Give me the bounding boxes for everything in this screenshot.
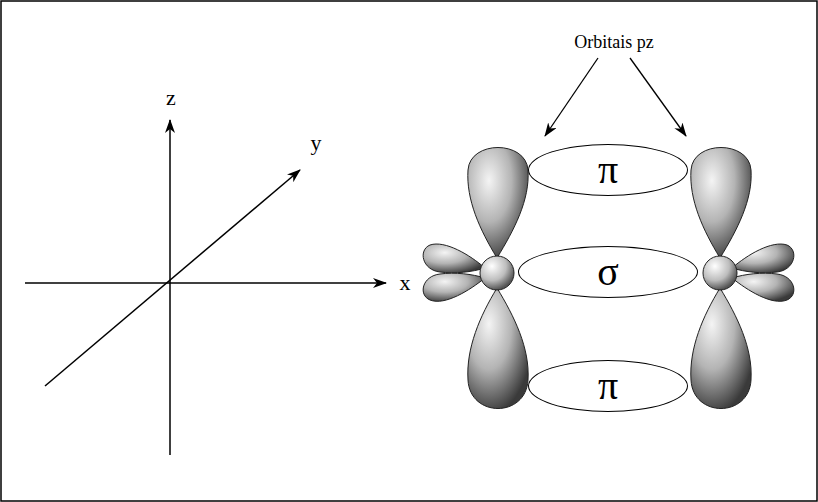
sp2-lobe [423,273,485,301]
pi-bond-ellipse: π [528,360,688,412]
bond-symbol: π [598,366,618,406]
axis-label: x [400,272,411,294]
sp2-lobe [423,244,485,273]
axis-label: y [311,132,322,154]
pz-lobe [691,288,751,409]
sp2-lobe [732,244,794,273]
z-axis [169,120,171,455]
pz-lobe [468,148,528,259]
y-axis [45,170,300,386]
bond-symbol: σ [597,252,619,292]
bond-symbol: π [598,150,618,190]
axis-label: z [166,87,176,109]
leader-line [630,58,686,136]
atom [703,256,737,290]
x-axis [25,282,386,284]
pz-lobe [468,288,528,409]
callout-label: Orbitais pz [574,33,653,51]
atom [480,256,514,290]
sigma-bond-ellipse: σ [518,246,698,298]
leader-line [545,58,598,136]
pz-lobe [691,148,751,259]
sp2-lobe [732,273,794,301]
pi-bond-ellipse: π [528,144,688,196]
